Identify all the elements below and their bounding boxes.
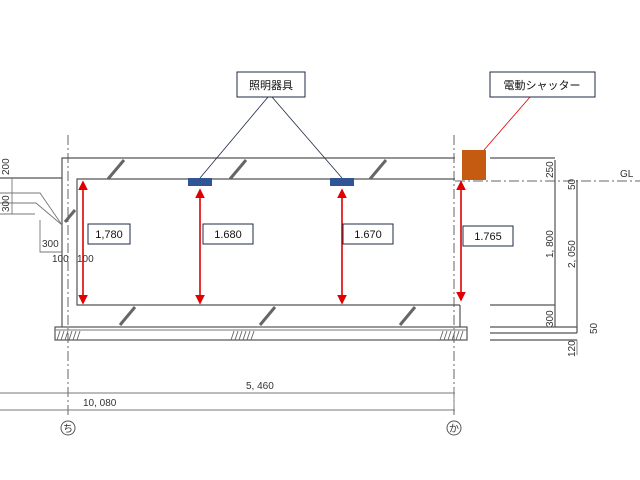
axis-marker-chi: ち: [60, 420, 76, 436]
dim-50-top: 50: [567, 178, 578, 190]
height-label-1: 1,780: [87, 223, 131, 245]
svg-text:1.680: 1.680: [214, 229, 242, 241]
dim-120: 120: [567, 340, 578, 357]
dim-300-bottom-left: 300: [42, 239, 59, 250]
svg-text:電動シャッター: 電動シャッター: [504, 78, 581, 92]
gl-label: GL: [620, 169, 634, 180]
dim-100-a: 100: [52, 254, 69, 265]
light-fixture-1: [188, 178, 212, 186]
dim-1800: 1, 800: [545, 230, 556, 258]
callout-leader-shutter: [483, 96, 531, 151]
callout-leader-light-1: [199, 96, 269, 179]
callout-lighting: 照明器具: [236, 71, 306, 98]
dim-10080: 10, 080: [83, 398, 117, 409]
dim-200: 200: [1, 158, 12, 175]
light-fixture-2: [330, 178, 354, 186]
svg-text:1,780: 1,780: [95, 229, 123, 241]
height-label-2: 1.680: [202, 223, 254, 245]
dim-2050: 2, 050: [567, 240, 578, 268]
pit-structure: [0, 157, 468, 341]
callout-shutter: 電動シャッター: [489, 71, 596, 98]
svg-text:1.670: 1.670: [354, 229, 382, 241]
right-dimension-block: [455, 157, 640, 355]
height-label-4: 1.765: [462, 225, 514, 247]
dim-50-bottom: 50: [589, 322, 600, 334]
dim-5460: 5, 460: [246, 381, 274, 392]
svg-text:か: か: [449, 423, 459, 435]
axis-marker-ka: か: [446, 420, 462, 436]
dim-100-b: 100: [77, 254, 94, 265]
svg-text:ち: ち: [63, 423, 73, 435]
electric-shutter: [462, 150, 486, 180]
dim-300-right: 300: [545, 310, 556, 327]
callout-leader-light-2: [271, 96, 343, 179]
dim-250: 250: [545, 161, 556, 178]
height-label-3: 1.670: [342, 223, 394, 245]
dim-300-left: 300: [1, 195, 12, 212]
svg-text:1.765: 1.765: [474, 231, 502, 243]
svg-text:照明器具: 照明器具: [249, 79, 293, 92]
